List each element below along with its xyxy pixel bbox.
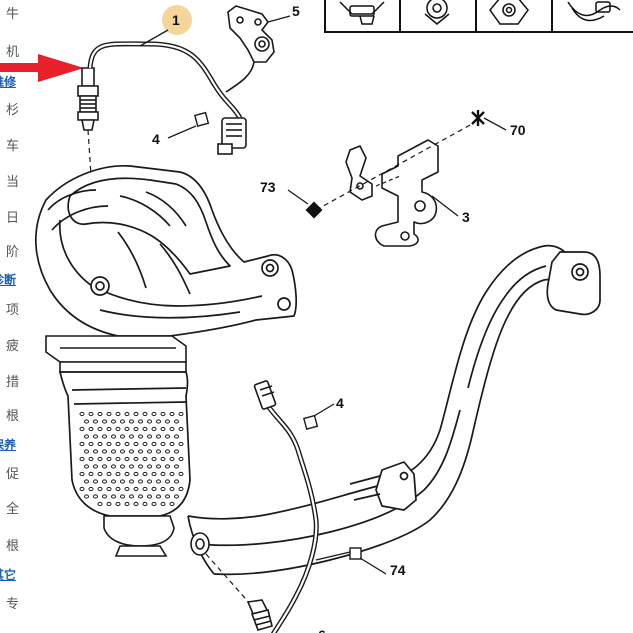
sidebar-char: 牛 xyxy=(6,7,20,22)
flange-nut-thumbnail-icon xyxy=(489,0,529,25)
clip-thumbnail-icon xyxy=(339,1,385,25)
sidebar-char: 阶 xyxy=(6,245,20,260)
callout-6: 6 xyxy=(318,627,326,633)
sidebar-char: 日 xyxy=(6,211,20,226)
upstream-oxygen-sensor xyxy=(77,67,99,131)
sensor-connector xyxy=(217,117,247,155)
sensor-1-wire xyxy=(87,41,243,120)
callout-73: 73 xyxy=(260,179,276,195)
callout-4-lower: 4 xyxy=(336,395,344,411)
sidebar-char: 杉 xyxy=(6,103,20,118)
sidebar-link[interactable]: 其它 xyxy=(0,568,17,582)
sensor-bracket xyxy=(345,139,439,247)
callout-74: 74 xyxy=(390,562,406,578)
parts-thumbnail-strip xyxy=(324,0,633,33)
sidebar-char: 措 xyxy=(6,375,20,390)
manifold-flange xyxy=(45,335,187,373)
fastener-70-icon xyxy=(471,110,485,126)
sidebar-char: 促 xyxy=(6,467,20,482)
callout-70: 70 xyxy=(510,122,526,138)
clamp-thumbnail-icon xyxy=(567,1,621,22)
sidebar-link[interactable]: 保养 xyxy=(0,438,17,452)
sidebar-char: 当 xyxy=(6,175,20,190)
sidebar-char: 根 xyxy=(6,409,20,424)
converter-outlet xyxy=(103,515,175,557)
callout-5: 5 xyxy=(292,3,300,19)
sensor-boss xyxy=(190,532,210,556)
sidebar-char: 全 xyxy=(6,502,20,517)
sidebar-char: 项 xyxy=(6,303,20,318)
sidebar-link[interactable]: 维修 xyxy=(0,75,17,89)
sidebar-link[interactable]: 诊断 xyxy=(0,273,17,287)
wire-bracket xyxy=(225,5,275,93)
fastener-73-icon xyxy=(305,201,323,219)
nut-thumbnail-icon xyxy=(424,0,450,25)
callout-4-upper: 4 xyxy=(152,131,160,147)
sidebar-char: 机 xyxy=(6,45,20,60)
downstream-oxygen-sensor xyxy=(246,599,273,631)
sidebar-char: 专 xyxy=(6,597,20,612)
callout-1-highlight xyxy=(162,5,192,35)
sidebar-char: 车 xyxy=(6,139,20,154)
exhaust-pipe xyxy=(187,244,601,576)
sidebar-char: 根 xyxy=(6,539,20,554)
sensor-2-connector xyxy=(253,380,277,410)
callout-1: 1 xyxy=(172,12,180,28)
callout-3: 3 xyxy=(462,209,470,225)
pointer-arrow xyxy=(0,54,84,82)
sidebar-char: 疲 xyxy=(6,339,20,354)
heat-shield-perforations xyxy=(79,411,184,507)
exhaust-manifold xyxy=(35,165,298,337)
